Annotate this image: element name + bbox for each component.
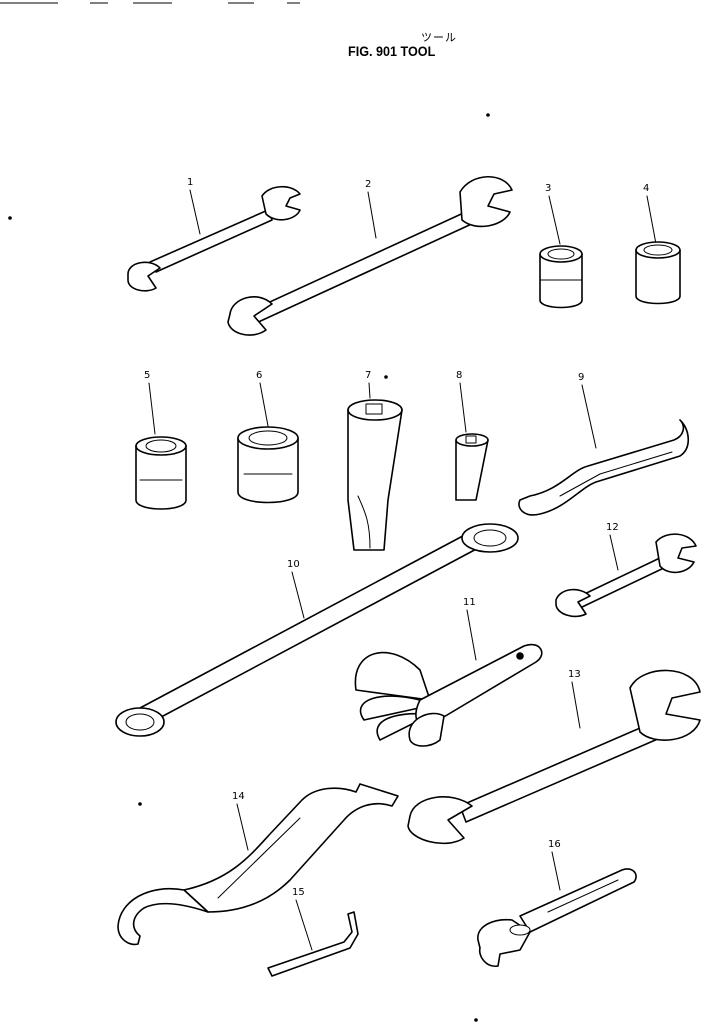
hex-key-icon [267,911,359,977]
callout-3: 3 [545,183,552,194]
figure-title-japanese: ツール [421,31,457,44]
hook-spanner-icon [518,419,690,516]
callout-12: 12 [606,522,619,533]
callout-13: 13 [568,669,581,680]
screwdriver-bit-icon [347,399,403,551]
callout-10: 10 [287,559,300,570]
callout-2: 2 [365,179,372,190]
callout-4: 4 [643,183,650,194]
hook-spanner-large-icon [117,783,399,946]
screwdriver-bit-icon [455,433,489,501]
socket-icon [237,426,299,504]
callout-11: 11 [463,597,476,608]
adjustable-wrench-icon [477,868,637,967]
scan-marks [0,2,300,4]
box-end-wrench-icon [115,523,519,737]
callout-6: 6 [256,370,263,381]
callout-9: 9 [578,372,585,383]
callout-16: 16 [548,839,561,850]
callout-14: 14 [232,791,245,802]
callout-15: 15 [292,887,305,898]
open-end-wrench-large-icon [407,669,701,845]
callout-8: 8 [456,370,463,381]
open-end-wrench-icon [555,533,697,618]
open-end-wrench-small-icon [127,185,301,292]
socket-icon [135,436,187,510]
callout-5: 5 [144,370,151,381]
feeler-gauge-icon [354,643,543,747]
scan-specks [8,113,490,1022]
figure-title: FIG. 901 TOOL [348,43,436,59]
socket-icon [539,245,583,309]
callout-7: 7 [365,370,372,381]
leader-lines [148,189,657,951]
figure-title-block: ツール FIG. 901 TOOL [0,26,706,66]
socket-icon [635,241,681,305]
open-end-wrench-large-icon [227,176,513,336]
callout-1: 1 [187,177,194,188]
